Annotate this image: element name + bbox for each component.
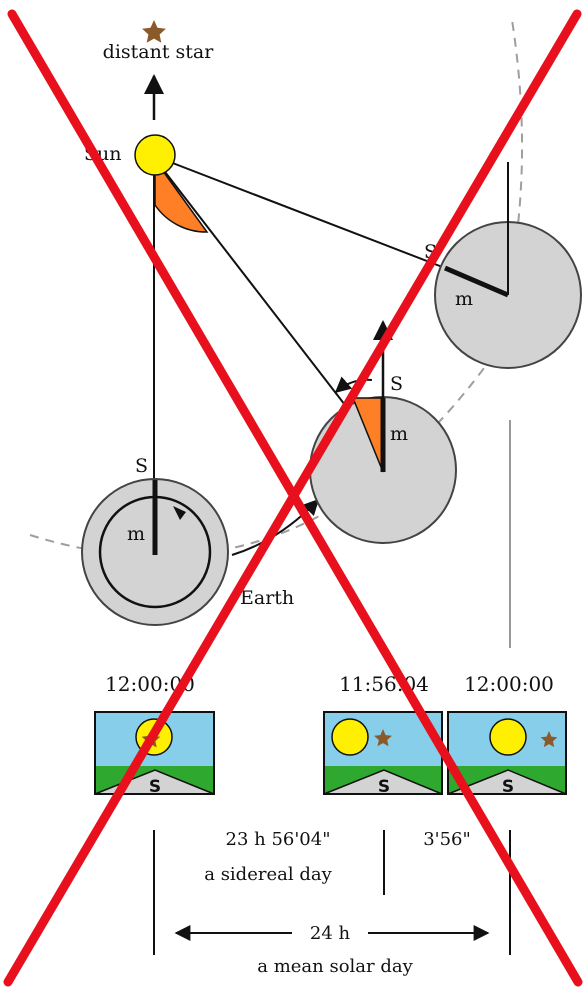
- panel-sidereal-sun-icon: [331, 718, 369, 756]
- earth-start-m-label: m: [127, 523, 145, 545]
- time-solar-label: 12:00:00: [464, 672, 554, 696]
- earth-solar-m-label: m: [455, 288, 473, 310]
- sun-angle-wedge: [154, 157, 209, 233]
- earth-sidereal-rotation-arrow: [334, 376, 373, 394]
- difference-duration-value: 3'56": [423, 829, 471, 850]
- sidereal-duration-caption: a sidereal day: [204, 864, 332, 885]
- solar-duration-caption: a mean solar day: [257, 956, 413, 977]
- distant-star-label: distant star: [103, 41, 215, 63]
- panel-solar-sun-icon: [489, 718, 527, 756]
- earth-orbit-motion-arrow: [231, 498, 320, 556]
- red-cross-line-2: [3, 9, 582, 987]
- sky-panel-sidereal: [323, 711, 443, 795]
- sun-to-earth-solar-line: [169, 161, 446, 269]
- earth-start-s-label: S: [135, 455, 148, 477]
- panel-solar-star-icon: [540, 731, 558, 748]
- solar-duration-value: 24 h: [310, 923, 351, 944]
- panel-solar-s-label: S: [502, 777, 514, 797]
- time-sidereal-label: 11:56:04: [339, 672, 429, 696]
- distant-star-icon: [142, 20, 166, 43]
- sky-panel-solar: [447, 711, 567, 795]
- panel-sidereal-star-icon: [374, 729, 392, 747]
- earth-label: Earth: [240, 587, 294, 609]
- earth-solar: [434, 162, 582, 369]
- earth-sidereal-s-label: S: [390, 373, 403, 395]
- earth-start: [81, 478, 229, 626]
- sun-icon: [134, 134, 176, 176]
- earth-sidereal-m-label: m: [390, 423, 408, 445]
- sidereal-duration-value: 23 h 56'04": [226, 829, 331, 850]
- panel-start-s-label: S: [149, 777, 161, 797]
- panel-sidereal-s-label: S: [378, 777, 390, 797]
- sun-to-earth-sidereal-line: [161, 167, 346, 406]
- earth-sidereal: [309, 396, 457, 544]
